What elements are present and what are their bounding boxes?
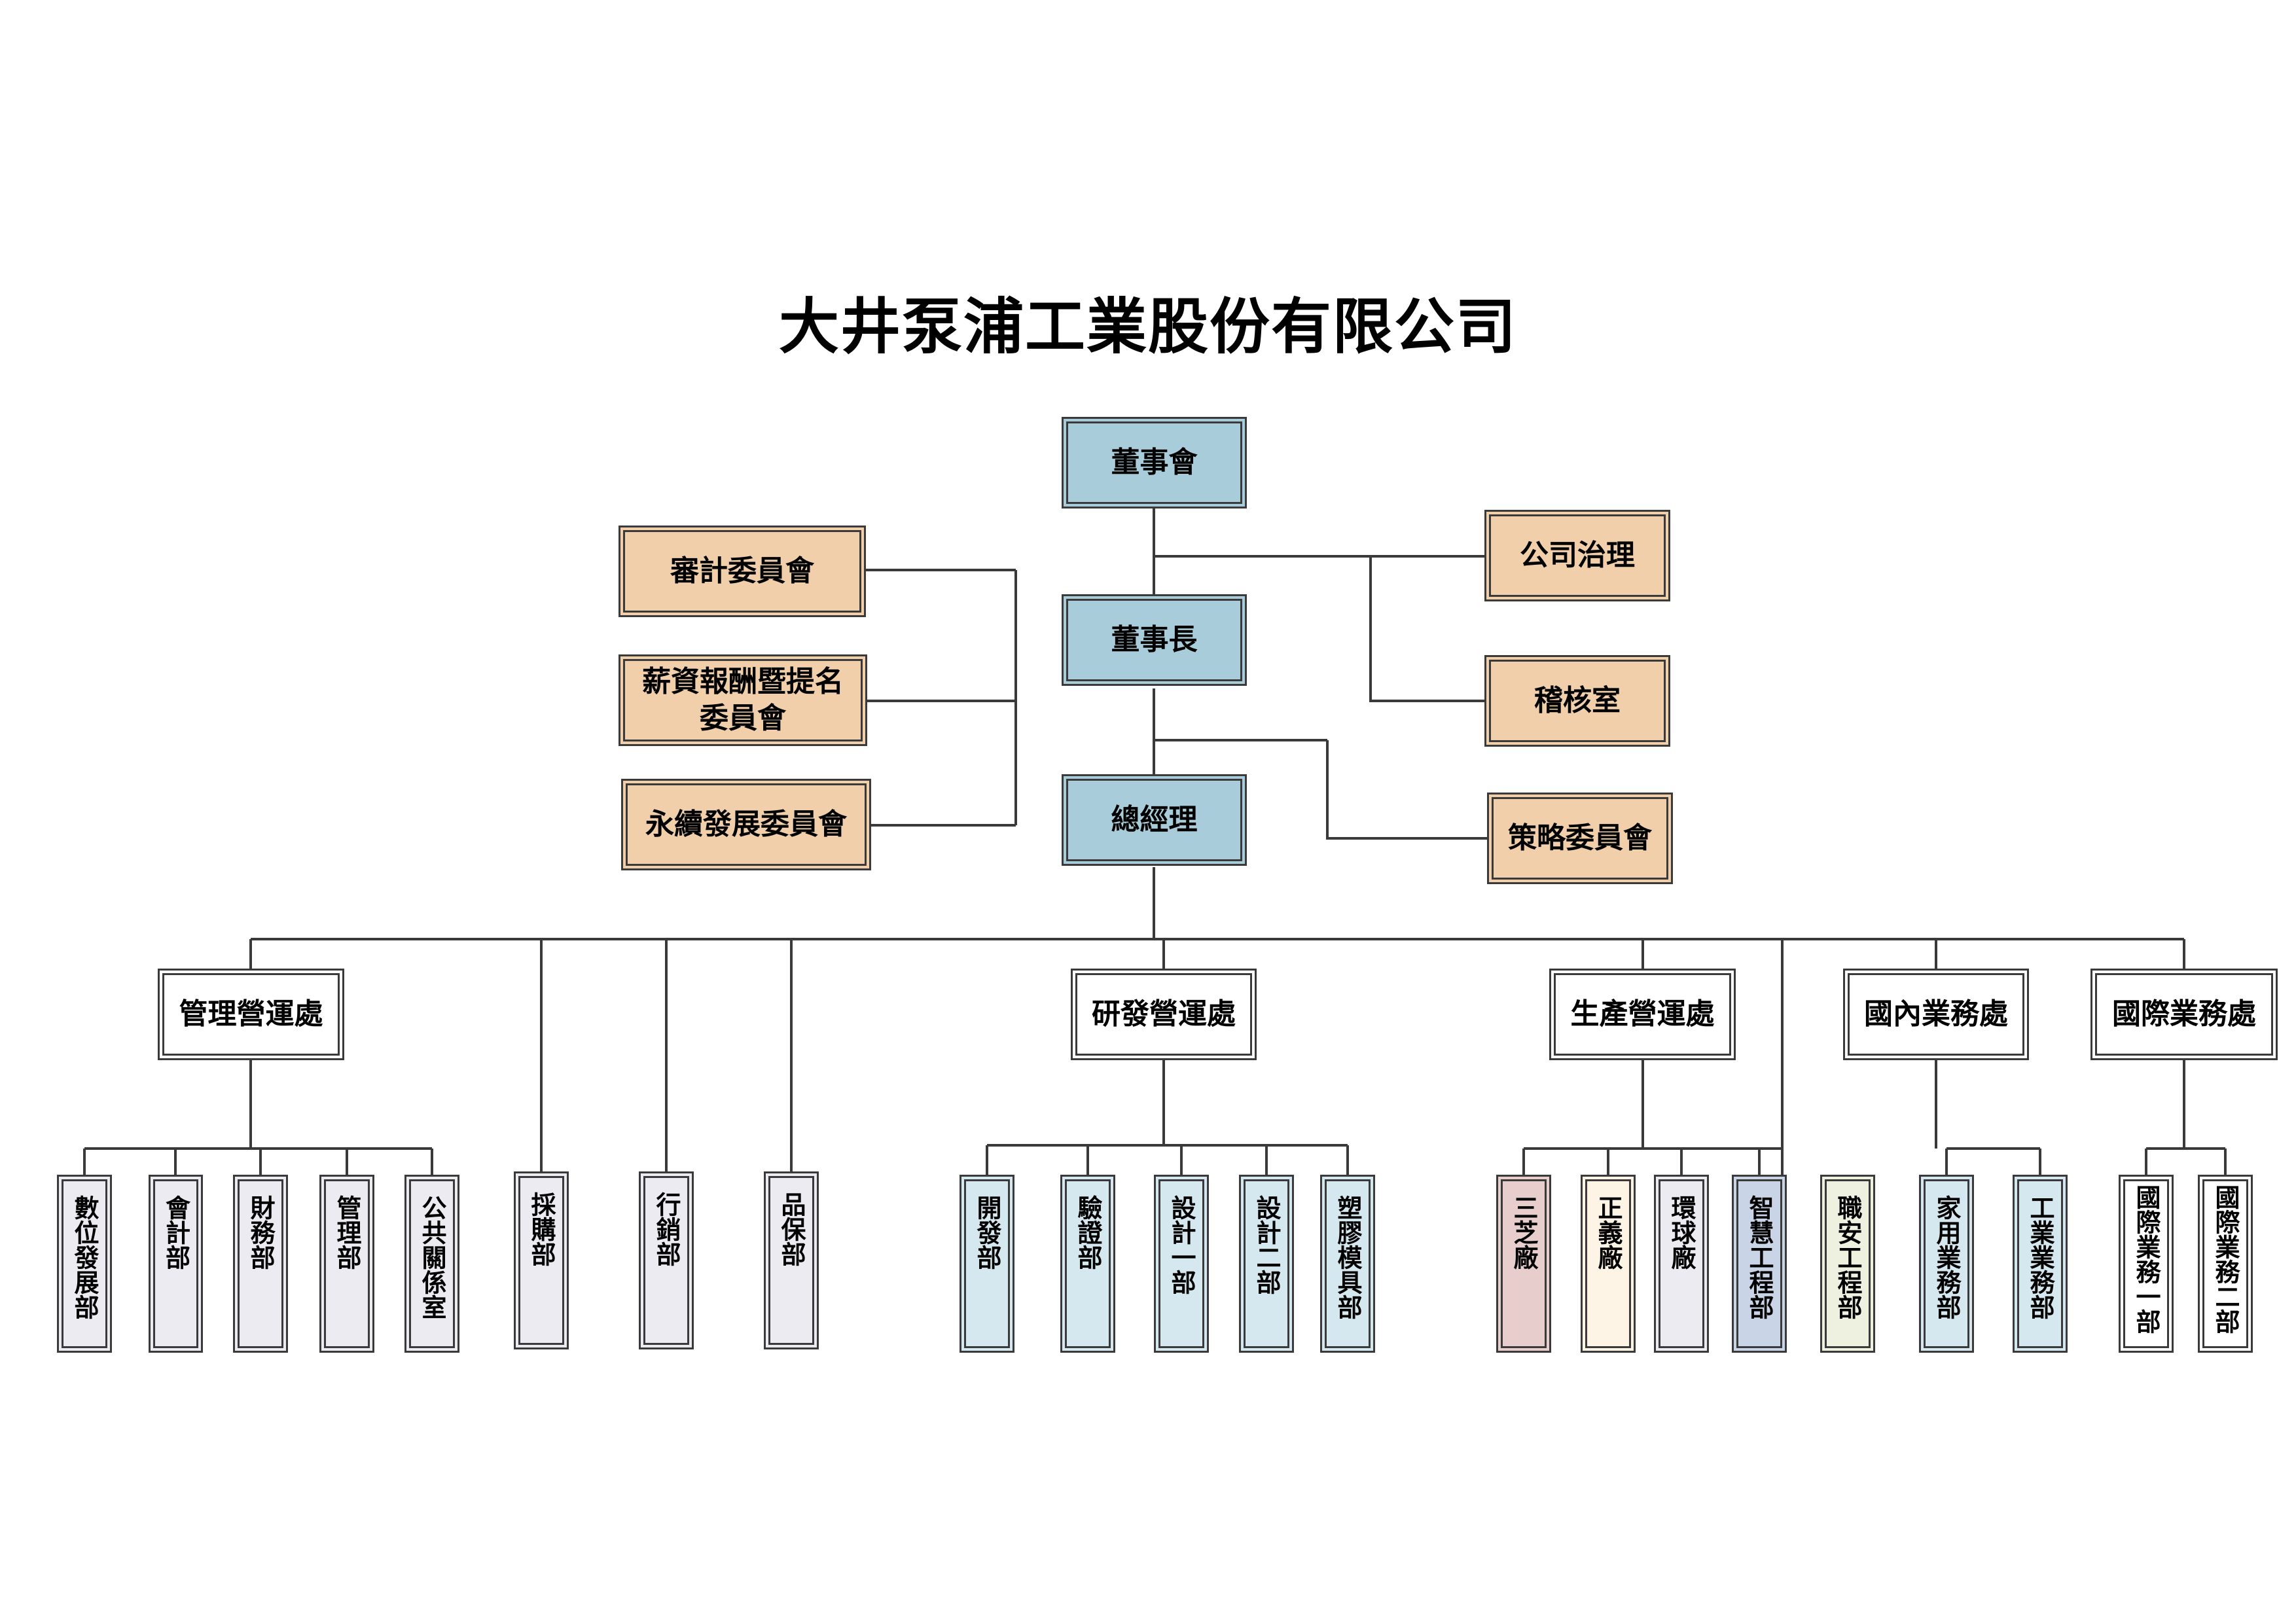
dept-development: 開發部: [960, 1175, 1014, 1353]
dept-intl-sales-2-line2: 業務二部: [2211, 1234, 2240, 1334]
dept-intl-sales-1: 國際業務一部: [2119, 1175, 2174, 1353]
dept-home-sales-label: 家用業務部: [1932, 1195, 1961, 1319]
division-admin: 管理營運處: [158, 969, 344, 1060]
dept-design-2: 設計二部: [1239, 1175, 1294, 1353]
dept-intl-sales-1-line1: 國際: [2132, 1185, 2161, 1234]
division-international-label: 國際業務處: [2112, 997, 2256, 1031]
plant-sanzhi: 三芝廠: [1496, 1175, 1551, 1353]
compensation-committee-label: 薪資報酬暨提名 委員會: [642, 665, 844, 735]
dept-procurement-label: 採購部: [527, 1192, 556, 1266]
chairman-box: 董事長: [1062, 594, 1247, 686]
division-production-label: 生產營運處: [1570, 997, 1715, 1031]
dept-quality-assurance: 品保部: [764, 1171, 819, 1349]
dept-procurement: 採購部: [514, 1171, 569, 1349]
dept-smart-engineering-label: 智慧工程部: [1745, 1195, 1774, 1319]
dept-public-relations-label: 公共關係室: [418, 1195, 446, 1319]
dept-accounting-label: 會計部: [161, 1195, 190, 1270]
dept-home-sales: 家用業務部: [1919, 1175, 1974, 1353]
dept-plastic-mold-label: 塑膠模具部: [1333, 1195, 1362, 1319]
plant-zhengyi-label: 正義廠: [1594, 1195, 1623, 1270]
dept-marketing-label: 行銷部: [652, 1192, 681, 1266]
plant-zhengyi: 正義廠: [1581, 1175, 1636, 1353]
plant-huanqiu-label: 環球廠: [1667, 1195, 1696, 1270]
sustainability-committee-box: 永續發展委員會: [621, 779, 871, 870]
dept-industrial-sales: 工業業務部: [2013, 1175, 2068, 1353]
dept-quality-assurance-label: 品保部: [777, 1192, 806, 1266]
dept-safety-engineering-label: 職安工程部: [1833, 1195, 1862, 1319]
division-rd: 研發營運處: [1071, 969, 1257, 1060]
chairman-label: 董事長: [1111, 623, 1198, 656]
dept-design-1-label: 設計一部: [1167, 1195, 1196, 1294]
dept-verification-label: 驗證部: [1073, 1195, 1102, 1270]
dept-intl-sales-1-label: 國際業務一部: [2132, 1185, 2161, 1334]
dept-development-label: 開發部: [973, 1195, 1001, 1270]
dept-marketing: 行銷部: [639, 1171, 694, 1349]
dept-intl-sales-2-line1: 國際: [2211, 1185, 2240, 1234]
internal-audit-box: 稽核室: [1484, 655, 1670, 747]
general-manager-label: 總經理: [1111, 803, 1198, 836]
dept-verification: 驗證部: [1060, 1175, 1115, 1353]
sustainability-committee-label: 永續發展委員會: [645, 808, 847, 841]
division-production: 生產營運處: [1549, 969, 1736, 1060]
plant-huanqiu: 環球廠: [1654, 1175, 1709, 1353]
dept-industrial-sales-label: 工業業務部: [2026, 1195, 2054, 1319]
division-domestic-label: 國內業務處: [1864, 997, 2008, 1031]
dept-smart-engineering: 智慧工程部: [1732, 1175, 1787, 1353]
dept-finance: 財務部: [233, 1175, 288, 1353]
dept-digital-development: 數位發展部: [57, 1175, 112, 1353]
dept-finance-label: 財務部: [246, 1195, 275, 1270]
dept-design-1: 設計一部: [1154, 1175, 1209, 1353]
dept-intl-sales-2-label: 國際業務二部: [2211, 1185, 2240, 1334]
division-rd-label: 研發營運處: [1092, 997, 1236, 1031]
strategy-committee-label: 策略委員會: [1508, 821, 1652, 855]
general-manager-box: 總經理: [1062, 774, 1247, 866]
dept-intl-sales-2: 國際業務二部: [2198, 1175, 2253, 1353]
dept-intl-sales-1-line2: 業務一部: [2132, 1234, 2161, 1334]
audit-committee-label: 審計委員會: [670, 554, 814, 588]
dept-safety-engineering: 職安工程部: [1820, 1175, 1875, 1353]
division-international: 國際業務處: [2090, 969, 2278, 1060]
corporate-governance-label: 公司治理: [1520, 539, 1635, 572]
dept-management-label: 管理部: [332, 1195, 361, 1270]
plant-sanzhi-label: 三芝廠: [1509, 1195, 1538, 1270]
dept-public-relations: 公共關係室: [404, 1175, 459, 1353]
internal-audit-label: 稽核室: [1534, 684, 1621, 717]
dept-plastic-mold: 塑膠模具部: [1320, 1175, 1375, 1353]
dept-design-2-label: 設計二部: [1252, 1195, 1281, 1294]
company-title: 大井泵浦工業股份有限公司: [778, 292, 1517, 362]
board-box: 董事會: [1062, 417, 1247, 508]
division-admin-label: 管理營運處: [179, 997, 323, 1031]
board-label: 董事會: [1111, 446, 1198, 479]
strategy-committee-box: 策略委員會: [1487, 793, 1673, 884]
compensation-committee-box: 薪資報酬暨提名 委員會: [619, 654, 867, 746]
audit-committee-box: 審計委員會: [619, 526, 866, 617]
corporate-governance-box: 公司治理: [1484, 510, 1670, 601]
dept-accounting: 會計部: [149, 1175, 203, 1353]
division-domestic: 國內業務處: [1843, 969, 2029, 1060]
dept-management: 管理部: [319, 1175, 374, 1353]
dept-digital-development-label: 數位發展部: [70, 1195, 99, 1319]
